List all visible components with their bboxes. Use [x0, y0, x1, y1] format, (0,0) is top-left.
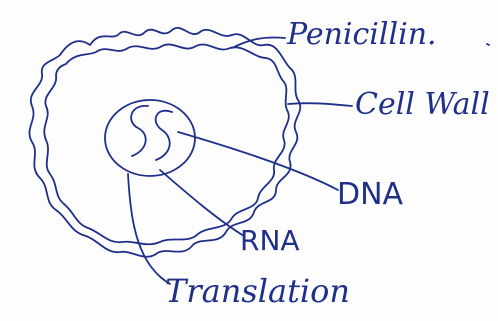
penicillin-label: Penicillin. [287, 20, 437, 50]
translation-label: Translation [165, 275, 350, 307]
rna-label: RNA [240, 227, 300, 255]
dna-pointer [178, 132, 338, 190]
dna-squiggle-right [156, 111, 172, 160]
nucleoid-circle [105, 100, 195, 176]
cell-wall-pointer [288, 103, 352, 106]
dna-label: DNA [337, 180, 403, 210]
cell-wall-label: Cell Wall [355, 90, 490, 120]
penicillin-dot [487, 44, 489, 45]
translation-pointer [128, 174, 170, 284]
dna-squiggle-left [131, 106, 148, 156]
penicillin-pointer [232, 37, 285, 48]
cell-wall-outline [29, 28, 300, 257]
